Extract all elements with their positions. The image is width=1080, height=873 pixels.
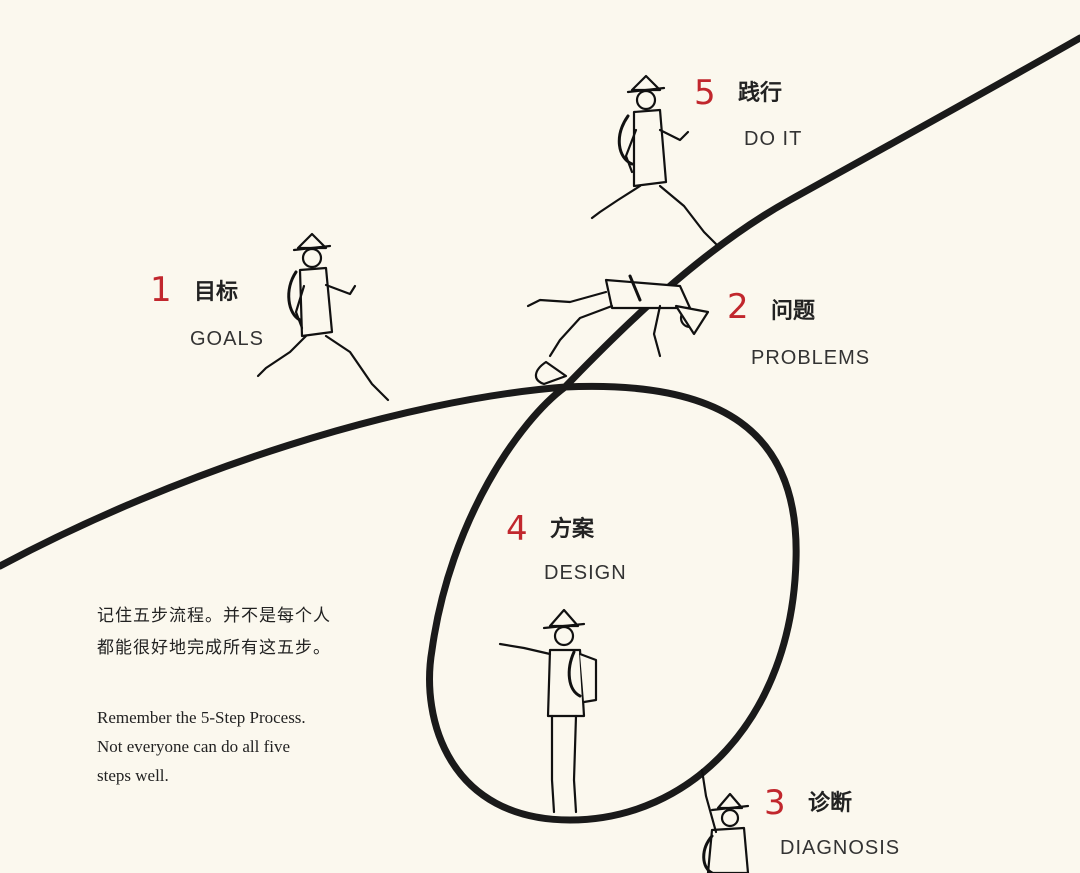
note-english: Remember the 5-Step Process. Not everyon… [97,703,306,790]
step-title-en: PROBLEMS [751,347,871,369]
note-line: Not everyone can do all five [97,737,291,756]
step-number: 2 [727,287,749,327]
step-title-en: DIAGNOSIS [780,837,901,859]
step-title-zh: 践行 [738,81,783,106]
step-title-en: GOALS [190,328,264,350]
step-number: 1 [150,270,172,310]
falling-figure-problems [526,274,710,386]
step-number: 5 [694,73,716,113]
pointing-figure-design [498,608,598,814]
note-line: steps well. [97,766,169,785]
step-title-zh: 问题 [771,299,816,324]
runner-figure-goals [256,232,390,402]
step-number: 4 [506,509,528,549]
step-title-en: DO IT [744,128,803,150]
note-line: 记住五步流程。并不是每个人 [97,606,331,626]
step-title-zh: 目标 [194,280,239,305]
note-line: Remember the 5-Step Process. [97,708,306,727]
step-number: 3 [764,783,786,823]
process-path [0,34,1080,824]
note-line: 都能很好地完成所有这五步。 [97,638,331,658]
climbing-figure-diagnosis [700,768,750,873]
step-title-zh: 诊断 [808,791,853,816]
note-chinese: 记住五步流程。并不是每个人 都能很好地完成所有这五步。 [97,600,331,664]
runner-figure-do-it [590,74,718,246]
step-title-en: DESIGN [544,562,627,584]
step-title-zh: 方案 [550,517,595,542]
